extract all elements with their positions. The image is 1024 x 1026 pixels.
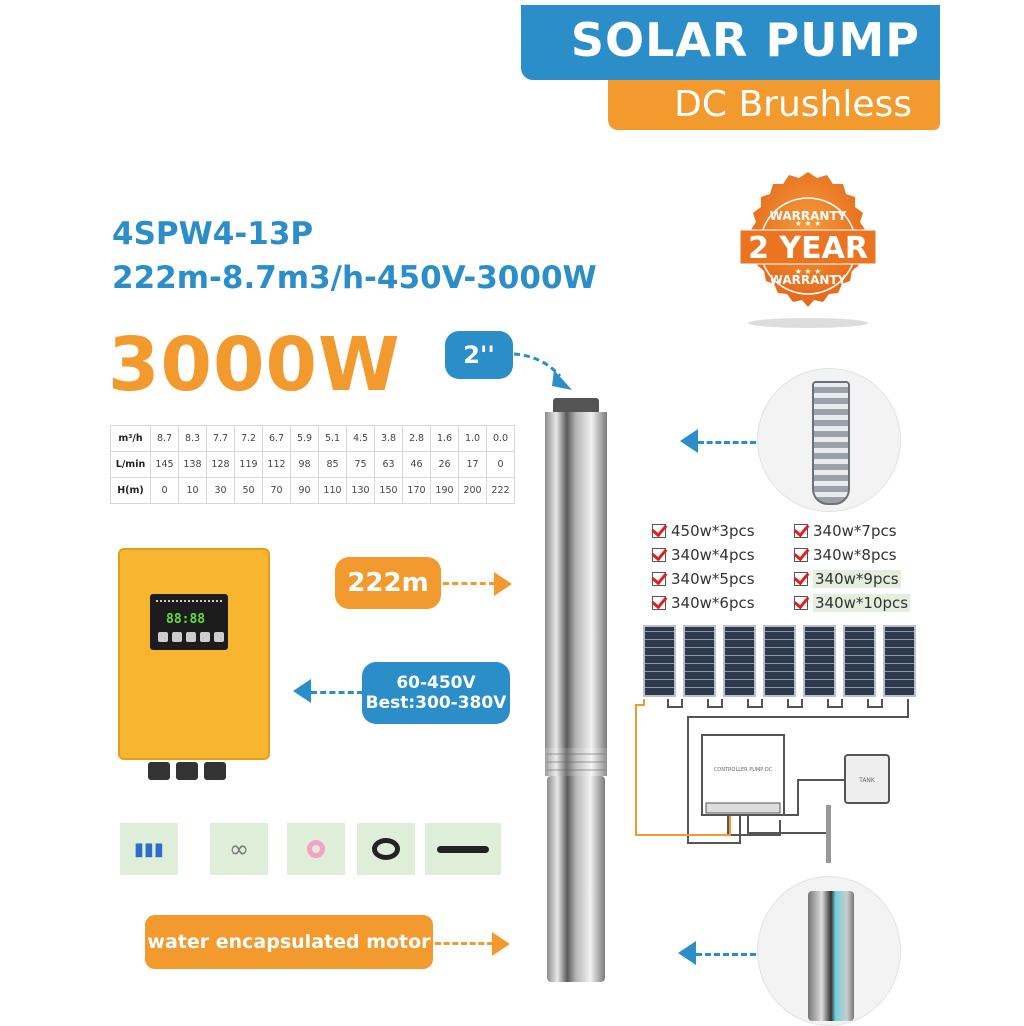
panel-option: 340w*8pcs xyxy=(794,544,924,566)
arrow-left-icon xyxy=(680,429,698,453)
motor-label: water encapsulated motor xyxy=(145,915,433,969)
solar-panel-icon xyxy=(723,625,756,697)
accessory-terminals: ▮▮▮ xyxy=(120,823,178,875)
spec-line: 222m-8.7m3/h-450V-3000W xyxy=(112,260,597,296)
checkbox-checked-icon xyxy=(794,548,808,562)
solar-panel-icon xyxy=(883,625,916,697)
panel-options-list: 450w*3pcs 340w*7pcs 340w*4pcs 340w*8pcs … xyxy=(652,520,924,614)
checkbox-checked-icon xyxy=(794,572,808,586)
warranty-seal-icon: 2 YEAR WARRANTY WARRANTY ★ ★ ★ ★ ★ ★ xyxy=(739,172,877,328)
arrow-right-icon xyxy=(494,572,512,596)
model-info: 4SPW4-13P 222m-8.7m3/h-450V-3000W xyxy=(112,212,597,300)
subtitle-banner: DC Brushless xyxy=(608,80,940,130)
panel-option: 340w*5pcs xyxy=(652,568,794,590)
solar-panel-array xyxy=(643,625,916,697)
panel-option: 340w*6pcs xyxy=(652,592,794,614)
svg-text:★ ★ ★: ★ ★ ★ xyxy=(795,219,822,228)
accessory-steel-cable: ∞ xyxy=(210,823,268,875)
svg-text:CONTROLLER PUMP DC: CONTROLLER PUMP DC xyxy=(714,767,773,773)
accessory-cable-rings xyxy=(357,823,415,875)
wiring-diagram: CONTROLLER PUMP DC TANK xyxy=(635,699,909,863)
head-label: 222m xyxy=(335,557,441,609)
subtitle: DC Brushless xyxy=(674,84,912,125)
svg-text:★ ★ ★: ★ ★ ★ xyxy=(795,267,822,276)
arrow-left-icon xyxy=(293,679,311,703)
panel-option: 340w*7pcs xyxy=(794,520,924,542)
outlet-size-label: 2'' xyxy=(445,331,513,379)
checkbox-checked-icon xyxy=(652,548,666,562)
voltage-best: Best:300-380V xyxy=(365,693,507,713)
checkbox-checked-icon xyxy=(652,524,666,538)
accessory-teflon-tape xyxy=(287,823,345,875)
title: SOLAR PUMP xyxy=(570,13,920,67)
panel-option: 340w*10pcs xyxy=(794,592,924,614)
arrow-right-line xyxy=(435,942,493,945)
checkbox-checked-icon xyxy=(794,524,808,538)
solar-panel-icon xyxy=(803,625,836,697)
arrow-left-icon xyxy=(678,941,696,965)
arrow-right-icon xyxy=(492,932,510,956)
motor-icon xyxy=(808,891,854,1021)
submersible-pump-image xyxy=(545,398,607,982)
impeller-closeup xyxy=(757,368,901,512)
impeller-icon xyxy=(812,381,850,505)
power-rating: 3000W xyxy=(108,322,401,408)
svg-text:TANK: TANK xyxy=(858,777,876,784)
display-digits: 88:88 xyxy=(166,612,206,627)
svg-text:2 YEAR: 2 YEAR xyxy=(748,231,868,266)
arrow-left-line xyxy=(698,441,756,444)
panel-option: 340w*9pcs xyxy=(794,568,924,590)
title-banner: SOLAR PUMP xyxy=(521,5,940,80)
voltage-label: 60-450V Best:300-380V xyxy=(362,662,510,724)
accessory-cable-splice xyxy=(425,823,501,875)
controller-image: 88:88 xyxy=(118,548,270,780)
svg-text:WARRANTY: WARRANTY xyxy=(770,273,847,287)
voltage-range: 60-450V xyxy=(396,673,476,693)
arrow-down-right-icon xyxy=(513,352,572,390)
panel-option: 450w*3pcs xyxy=(652,520,794,542)
checkbox-checked-icon xyxy=(794,596,808,610)
svg-text:WARRANTY: WARRANTY xyxy=(770,209,847,223)
arrow-right-line xyxy=(443,582,495,585)
checkbox-checked-icon xyxy=(652,596,666,610)
solar-panel-icon xyxy=(843,625,876,697)
panel-option: 340w*4pcs xyxy=(652,544,794,566)
motor-closeup xyxy=(757,876,901,1026)
arrow-left-line xyxy=(696,953,756,956)
model-number: 4SPW4-13P xyxy=(112,216,314,252)
controller-display: 88:88 xyxy=(150,594,228,650)
solar-panel-icon xyxy=(683,625,716,697)
warranty-badge: 2 YEAR WARRANTY WARRANTY ★ ★ ★ ★ ★ ★ xyxy=(722,168,894,330)
solar-panel-icon xyxy=(763,625,796,697)
solar-panel-icon xyxy=(643,625,676,697)
arrow-left-line xyxy=(311,691,363,694)
checkbox-checked-icon xyxy=(652,572,666,586)
